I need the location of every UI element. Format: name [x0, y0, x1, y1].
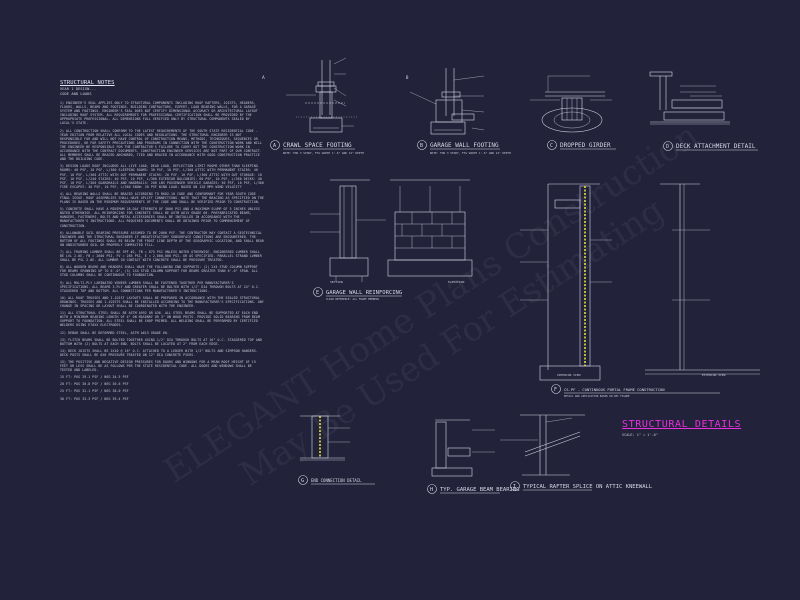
- detail-b-num: B: [420, 143, 423, 149]
- detail-b-title: GARAGE WALL FOOTING: [430, 142, 499, 149]
- note-paragraph: 5) CONCRETE SHALL HAVE A MINIMUM 28-DAY …: [60, 207, 260, 228]
- detail-b-note: NOTE: FOR 3 STORY, FTG WIDTH 1'-6" AND 1…: [430, 151, 511, 155]
- detail-c-num: C: [550, 143, 553, 149]
- note-paragraph: 9) ALL MULTI-PLY LAMINATED VENEER LUMBER…: [60, 280, 260, 293]
- detail-f-callout-bubble: [551, 384, 561, 394]
- notes-subtitle-2: CODE AND LOADS: [60, 92, 92, 96]
- note-paragraph: 3) DESIGN LOADS ROOF INCLUDED ALL LIVE L…: [60, 164, 264, 189]
- detail-g-callout-bubble: [298, 475, 308, 485]
- detail-c-dropped-girder: [530, 75, 612, 133]
- sheet-scale: SCALE: 1" = 1'-0": [622, 433, 658, 437]
- detail-e-elevation-label: ELEVATION: [448, 280, 464, 284]
- detail-h-garage-beam-bearing: [431, 419, 495, 477]
- detail-g-end-connection: [300, 415, 350, 461]
- note-paragraph: 7) ALL FRAMING LUMBER SHALL BE SPF #2, F…: [60, 250, 262, 263]
- detail-b-marker: B: [406, 75, 409, 80]
- detail-a-num: A: [273, 143, 276, 149]
- note-paragraph: 12) REBAR SHALL BE DEFORMED STEEL, ASTM …: [60, 330, 170, 335]
- detail-h-callout-bubble: [427, 484, 437, 494]
- detail-f-interior-label: INTERIOR VIEW: [557, 373, 581, 377]
- detail-b-callout-bubble: [417, 140, 427, 150]
- note-paragraph: 10) ALL ROOF TRUSSES AND I-JOIST LAYOUTS…: [60, 295, 264, 309]
- detail-e-num: E: [316, 290, 319, 296]
- note-paragraph: 15) THE POSITIVE AND NEGATIVE DESIGN PRE…: [60, 359, 256, 373]
- detail-h-num: H: [430, 487, 433, 493]
- note-paragraph: 1) ENGINEER'S SEAL APPLIES ONLY TO STRUC…: [60, 101, 258, 126]
- detail-e-callout-bubble: [313, 287, 323, 297]
- detail-d-title: DECK ATTACHMENT DETAIL: [676, 143, 756, 150]
- detail-b-garage-wall-footing: [409, 68, 485, 135]
- note-paragraph: 6) ALLOWABLE SOIL BEARING PRESSURE ASSUM…: [60, 230, 264, 247]
- note-paragraph: 4) ALL BEARING WALLS SHALL BE BRACED ACC…: [60, 191, 264, 205]
- detail-g-num: G: [301, 478, 304, 484]
- note-paragraph: 13) FLITCH BEAMS SHALL BE BOLTED TOGETHE…: [60, 337, 262, 346]
- detail-d-num: D: [666, 144, 669, 150]
- detail-h-title: TYP. GARAGE BEAM BEARING: [440, 487, 519, 493]
- detail-i-title: TYPICAL RAFTER SPLICE ON ATTIC KNEEWALL: [523, 484, 653, 490]
- note-paragraph: 14) DECK JOISTS SHALL BE 2X10 @ 16" O.C.…: [60, 348, 258, 357]
- detail-f-num: F: [554, 387, 557, 393]
- notes-subtitle-1: VEAR 1 DESIGN...: [60, 87, 97, 91]
- detail-e-note: CLEAR REFERENCE: ALL FRAME MEMBERS: [326, 297, 380, 301]
- detail-c-title: DROPPED GIRDER: [560, 142, 611, 149]
- detail-f-note: DETAIL AND APPLICATION BASED ON IBC FIGU…: [564, 394, 630, 398]
- detail-a-marker: A: [262, 75, 265, 81]
- detail-e-title: GARAGE WALL REINFORCING: [326, 290, 402, 296]
- detail-a-callout-bubble: [270, 140, 280, 150]
- sheet-title: STRUCTURAL DETAILS: [622, 419, 742, 430]
- detail-f-exterior-label: EXTERIOR VIEW: [702, 373, 726, 377]
- note-paragraph: 15 FT: POS 29.1 PSF / NEG 34.5 PSF: [60, 375, 129, 380]
- detail-c-callout-bubble: [547, 140, 557, 150]
- detail-g-title: END CONNECTION DETAIL: [311, 478, 362, 483]
- detail-i-callout-bubble: [510, 481, 520, 491]
- note-paragraph: 8) ALL WOODEN BEAMS AND HEADERS SHALL HA…: [60, 265, 258, 278]
- note-paragraph: 20 FT: POS 30.8 PSF / NEG 36.6 PSF: [60, 382, 129, 387]
- detail-d-callout-bubble: [663, 141, 673, 151]
- detail-a-title: CRAWL SPACE FOOTING: [283, 142, 352, 149]
- detail-d-deck-attachment: [649, 71, 730, 125]
- note-paragraph: 30 FT: POS 33.3 PSF / NEG 39.4 PSF: [60, 396, 129, 401]
- detail-e-section-label: SECTION: [330, 280, 343, 284]
- detail-e-garage-wall-reinforcing: [310, 179, 473, 282]
- note-paragraph: 11) ALL STRUCTURAL STEEL SHALL BE ASTM A…: [60, 311, 260, 328]
- structural-notes: STRUCTURAL NOTES VEAR 1 DESIGN... CODE A…: [60, 80, 265, 440]
- note-paragraph: 2) ALL CONSTRUCTION SHALL CONFORM TO THE…: [60, 128, 262, 162]
- detail-f-portal-frame: [520, 183, 760, 381]
- detail-a-crawl-space-footing: [286, 57, 358, 133]
- note-paragraph: 25 FT: POS 32.1 PSF / NEG 38.0 PSF: [60, 389, 129, 394]
- detail-f-title: CS-PF - CONTINUOUS PORTAL FRAME CONSTRUC…: [564, 387, 665, 392]
- detail-i-rafter-splice: [500, 414, 585, 476]
- detail-i-num: I: [513, 484, 516, 490]
- detail-a-note: NOTE: FOR 3 STORY, FTG WIDTH 1'-6" AND 1…: [283, 151, 364, 155]
- notes-title: STRUCTURAL NOTES: [60, 80, 115, 86]
